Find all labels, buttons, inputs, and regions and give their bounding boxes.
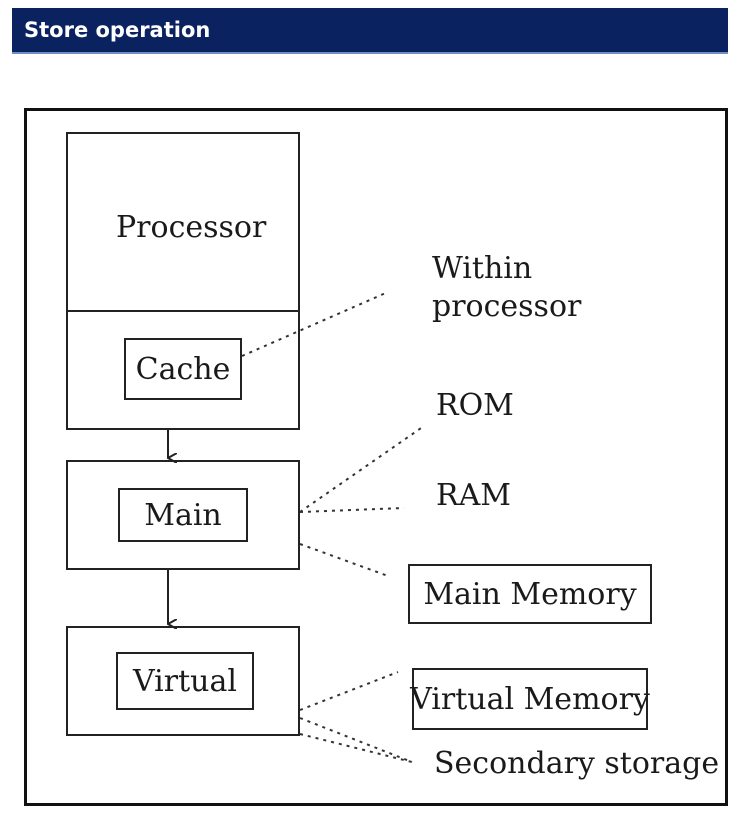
cache-leader-line: [241, 291, 389, 357]
virtual-label: Virtual: [133, 663, 237, 699]
main-box: Main: [118, 488, 248, 542]
processor-cache-divider: [66, 310, 300, 312]
diagram-frame: [24, 108, 728, 806]
ram-label: RAM: [436, 478, 511, 513]
within-processor-text: Within processor: [432, 251, 582, 324]
secondary-storage-leader-line-2: [299, 733, 413, 763]
secondary-storage-leader-line-1: [299, 717, 413, 763]
virtual-box: Virtual: [116, 652, 254, 710]
main-memory-leader-line: [299, 543, 389, 577]
ram-leader-line: [299, 507, 405, 513]
virtual-memory-label: Virtual Memory: [410, 681, 650, 717]
page-title: Store operation: [24, 18, 211, 42]
processor-label: Processor: [116, 210, 267, 245]
rom-leader-line: [299, 425, 425, 513]
main-memory-box: Main Memory: [408, 564, 652, 624]
main-memory-label: Main Memory: [423, 576, 637, 612]
main-label: Main: [144, 497, 222, 533]
page-header: Store operation: [12, 8, 728, 54]
within-processor-label: Within processor: [432, 250, 592, 326]
cache-label: Cache: [135, 351, 231, 387]
virtual-memory-box: Virtual Memory: [410, 668, 650, 730]
cache-box: Cache: [124, 338, 242, 400]
rom-label: ROM: [436, 388, 514, 423]
virtual-memory-leader-line: [299, 671, 399, 711]
secondary-storage-label: Secondary storage: [434, 746, 720, 781]
